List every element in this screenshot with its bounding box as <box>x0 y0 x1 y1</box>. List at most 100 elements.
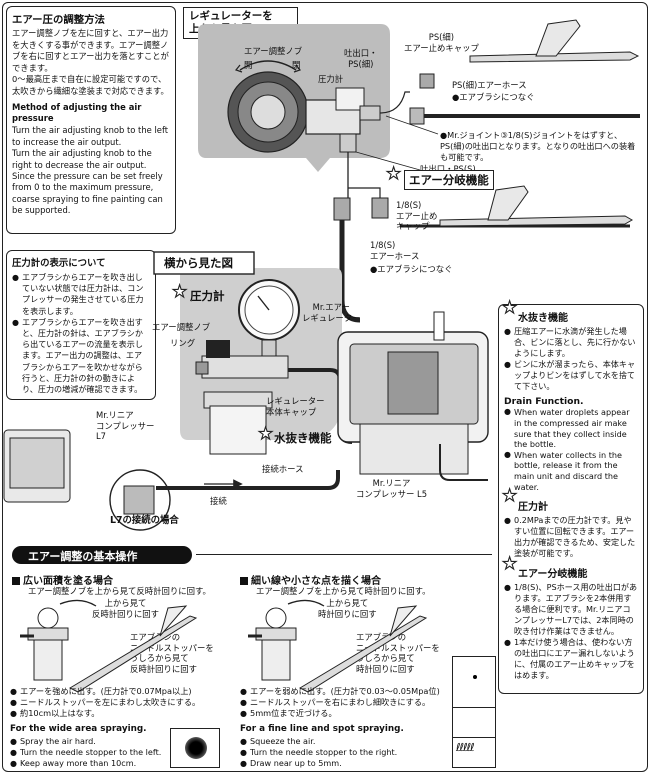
list-item: 1本だけ使う場合は、使わない方の吐出口にエアー漏れしないように、付属のエアー止め… <box>504 637 638 681</box>
ps-cap-label: PS(細) エアー止めキャップ <box>404 32 479 53</box>
fine-dot <box>473 675 477 679</box>
compressor-l5 <box>337 311 489 475</box>
airbrush-top <box>469 19 640 63</box>
l7-case-label: L7の接続の場合 <box>110 515 179 526</box>
gauge-list-right: 0.2MPaまでの圧力計です。見やすい位置に回転できます。エアー出力が確認できる… <box>504 515 638 559</box>
list-item: ニードルストッパーを右にまわし細吹きにする。 <box>240 697 460 708</box>
star-icon: ★ <box>385 164 402 184</box>
to-brush-label-2: ●エアブラシにつなぐ <box>370 264 453 274</box>
side-knob-label: エアー調整ノブ <box>152 322 211 332</box>
compressor-l5-label: Mr.リニア コンプレッサー L5 <box>356 478 428 499</box>
list-item: Turn the needle stopper to the right. <box>240 747 440 758</box>
list-item: Squeeze the air. <box>240 736 440 747</box>
list-item: Turn the needle stopper to the left. <box>10 747 180 758</box>
side-view-title-box <box>153 251 255 275</box>
spray-dot <box>185 737 207 759</box>
compressor-l7-label: Mr.リニア コンプレッサー L7 <box>96 410 155 441</box>
cap-18 <box>371 197 389 219</box>
basic-ops-illustration <box>20 599 428 693</box>
fine-spray-sample: ℓℓℓℓℓ <box>452 656 496 768</box>
list-item: Draw near up to 5mm. <box>240 758 440 769</box>
star-icon: ★ <box>501 486 518 506</box>
ps-fitting <box>409 107 425 125</box>
star-icon: ★ <box>501 554 518 574</box>
ps-cap <box>419 73 435 89</box>
outlet-label: 吐出口・ PS(細) <box>344 48 378 69</box>
drain-list: 圧縮エアーに水滴が発生した場合、ビンに落とし、先に行かないようにします。 ビンに… <box>504 326 638 392</box>
list-item: 約10cm以上はなす。 <box>10 708 230 719</box>
list-item: ニードルストッパーを左にまわし太吹きにする。 <box>10 697 230 708</box>
joint-note: ●Mr.ジョイント③1/8(S)ジョイントをはずすと、PS(細)の吐出口となりま… <box>440 130 636 162</box>
list-item: Keep away more than 10cm. <box>10 758 180 769</box>
fine-en-list: Squeeze the air. Turn the needle stopper… <box>240 736 440 769</box>
adjust-method-box: エアー圧の調整方法 エアー調整ノブを左に回すと、エアー出力を大きくする事ができま… <box>6 6 176 234</box>
list-item: エアブラシからエアーを吹き出していない状態では圧力計は、コンプレッサーの発生させ… <box>12 272 150 317</box>
wide-rotate-label: 上から見て 反時計回りに回す <box>92 598 159 619</box>
drain-en-list: When water droplets appear in the compre… <box>504 407 638 492</box>
gauge-display-box: 圧力計の表示について エアブラシからエアーを吹き出していない状態では圧力計は、コ… <box>6 250 156 400</box>
drain-title: 水抜き機能 <box>518 313 568 324</box>
list-item: Spray the air hard. <box>10 736 180 747</box>
list-item: ビンに水が溜まったら、本体キャップよりビンをはずして水を捨てて下さい。 <box>504 359 638 392</box>
regulator-diagram <box>3 19 640 531</box>
fine-rotate-arrow <box>287 599 325 607</box>
gauge-box-list: エアブラシからエアーを吹き出していない状態では圧力計は、コンプレッサーの発生させ… <box>12 272 150 395</box>
regulator-side-view <box>195 279 300 455</box>
wide-en-list: Spray the air hard. Turn the needle stop… <box>10 736 180 769</box>
fine-squiggle: ℓℓℓℓℓ <box>456 741 475 754</box>
gauge-box-title: 圧力計の表示について <box>12 258 106 269</box>
wide-regulator-icon <box>20 607 69 681</box>
side-view-title: 横から見た図 <box>164 256 233 270</box>
star-icon: ★ <box>501 298 518 318</box>
basic-ops-title: エアー調整の基本操作 <box>28 550 138 563</box>
hose-label: 接続ホース <box>262 464 304 474</box>
adjust-body-jp: エアー調整ノブを左に回すと、エアー出力を大きくする事ができます。エアー調整ノブを… <box>12 28 169 96</box>
drain-en-title: Drain Function. <box>504 396 584 407</box>
adjust-title-en: Method of adjusting the air pressure <box>12 101 142 123</box>
wide-sub: エアー調整ノブを上から見て反時計回りに回す。 <box>28 586 211 596</box>
list-item: 圧縮エアーに水滴が発生した場合、ビンに落とし、先に行かないようにします。 <box>504 326 638 359</box>
gauge-label-top: 圧力計 <box>318 74 344 84</box>
list-item: When water droplets appear in the compre… <box>504 407 638 449</box>
gauge-tag: 圧力計 <box>190 289 225 303</box>
knob-label: エアー調整ノブ <box>244 46 303 56</box>
wide-en-title: For the wide area spraying. <box>10 724 147 734</box>
star-icon: ★ <box>171 282 188 302</box>
outlet-s-label: 吐出口・PS(S) <box>420 164 476 174</box>
fitting-18 <box>333 197 351 221</box>
adjust-body-en: Turn the air adjusting knob to the left … <box>12 125 169 216</box>
stopper-right-label: エアブラシの ニードルストッパーを うしろから見て 時計回りに回す <box>356 632 440 674</box>
fine-title: 細い線や小さな点を描く場合 <box>240 572 381 587</box>
list-item: エアーを弱めに出す。(圧力計で0.03〜0.05Mpa位) <box>240 686 460 697</box>
adjust-title-jp: エアー圧の調整方法 <box>12 14 105 26</box>
connect-label: 接続 <box>210 496 227 506</box>
list-item: エアブラシからエアーを吹き出すと、圧力計の針は、エアブラシから出ているエアーの流… <box>12 317 150 395</box>
gauge-title-right: 圧力計 <box>518 502 548 514</box>
branch-title-top: エアー分岐機能 <box>404 170 494 190</box>
fine-en-title: For a fine line and spot spraying. <box>240 724 404 734</box>
fine-sub: エアー調整ノブを上から見て時計回りに回す。 <box>256 586 431 596</box>
fine-regulator-icon <box>248 607 297 681</box>
right-info-panel: 水抜き機能 圧縮エアーに水滴が発生した場合、ビンに落とし、先に行かないようにしま… <box>498 304 644 694</box>
hose-18-label: 1/8(S) エアーホース <box>370 240 420 261</box>
list-item: 1/8(S)、PSホース用の吐出口があります。エアブラシを2本併用する場合に便利… <box>504 582 638 637</box>
close-label: 閉 <box>292 60 301 70</box>
list-item: 0.2MPaまでの圧力計です。見やすい位置に回転できます。エアー出力が確認できる… <box>504 515 638 559</box>
wide-airbrush-icon <box>68 605 198 693</box>
list-item: エアーを強めに出す。(圧力計で0.07Mpa以上) <box>10 686 230 697</box>
drain-bottle <box>209 405 267 455</box>
body-cap-label: レギュレーター 本体キャップ <box>266 396 325 417</box>
fine-list: エアーを弱めに出す。(圧力計で0.03〜0.05Mpa位) ニードルストッパーを… <box>240 686 460 720</box>
regulator-top-view <box>227 60 381 153</box>
branch-list-right: 1/8(S)、PSホース用の吐出口があります。エアブラシを2本併用する場合に便利… <box>504 582 638 681</box>
list-item: 5mm位まで近づける。 <box>240 708 460 719</box>
list-item: When water collects in the bottle, relea… <box>504 450 638 492</box>
ring-label: リング <box>170 338 196 348</box>
fine-rotate-label: 上から見て 時計回りに回す <box>318 598 377 619</box>
ps-hose-label: PS(細)エアーホース <box>452 80 527 90</box>
branch-title-right: エアー分岐機能 <box>518 569 588 581</box>
cap-18-label: 1/8(S) エアー止め キャップ <box>396 200 438 231</box>
basic-ops-header: エアー調整の基本操作 <box>6 546 492 564</box>
star-icon: ★ <box>257 424 274 444</box>
compressor-l7 <box>3 429 71 503</box>
